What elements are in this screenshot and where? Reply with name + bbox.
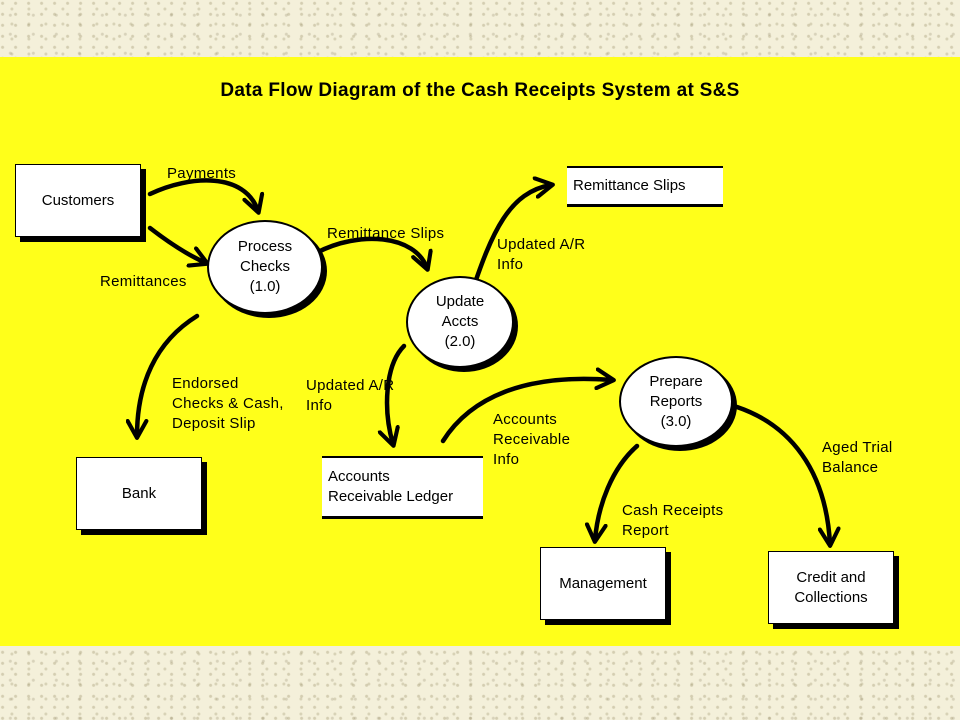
arrow-updated-ar-to-ledger (387, 343, 407, 444)
flow-label-endorsed-checks: Endorsed Checks & Cash, Deposit Slip (172, 375, 284, 432)
store-remittance-slips: Remittance Slips (567, 166, 723, 207)
flow-label-remittances: Remittances (100, 273, 187, 290)
entity-credit-and-collections: Credit and Collections (768, 551, 894, 624)
diagram-title: Data Flow Diagram of the Cash Receipts S… (220, 80, 740, 101)
arrow-reports-to-credit (734, 404, 830, 544)
store-accounts-receivable-ledger: Accounts Receivable Ledger (322, 456, 483, 519)
process-prepare-reports: Prepare Reports (3.0) (619, 356, 733, 447)
arrow-remittances (147, 225, 206, 263)
entity-customers: Customers (15, 164, 141, 237)
arrow-endorsed-to-bank (137, 313, 200, 436)
flow-label-updated-ar-info-2: Updated A/R Info (306, 377, 395, 414)
entity-management: Management (540, 547, 666, 620)
arrow-payments (147, 178, 258, 211)
arrow-ar-info-to-reports (440, 379, 612, 444)
flow-label-payments: Payments (167, 165, 237, 182)
flow-label-updated-ar-info-1: Updated A/R Info (497, 236, 586, 273)
flow-label-accounts-receivable-info: Accounts Receivable Info (493, 411, 571, 468)
flow-label-remittance-slips: Remittance Slips (327, 225, 445, 242)
arrow-reports-to-management (595, 443, 640, 540)
entity-bank: Bank (76, 457, 202, 530)
process-update-accts: Update Accts (2.0) (406, 276, 514, 368)
process-process-checks: Process Checks (1.0) (207, 220, 323, 314)
arrow-remittance-slips-flow (313, 236, 427, 268)
flow-label-cash-receipts-report: Cash Receipts Report (622, 502, 724, 539)
flow-label-aged-trial-balance: Aged Trial Balance (822, 439, 893, 476)
arrow-updated-ar-to-slips (467, 185, 551, 301)
